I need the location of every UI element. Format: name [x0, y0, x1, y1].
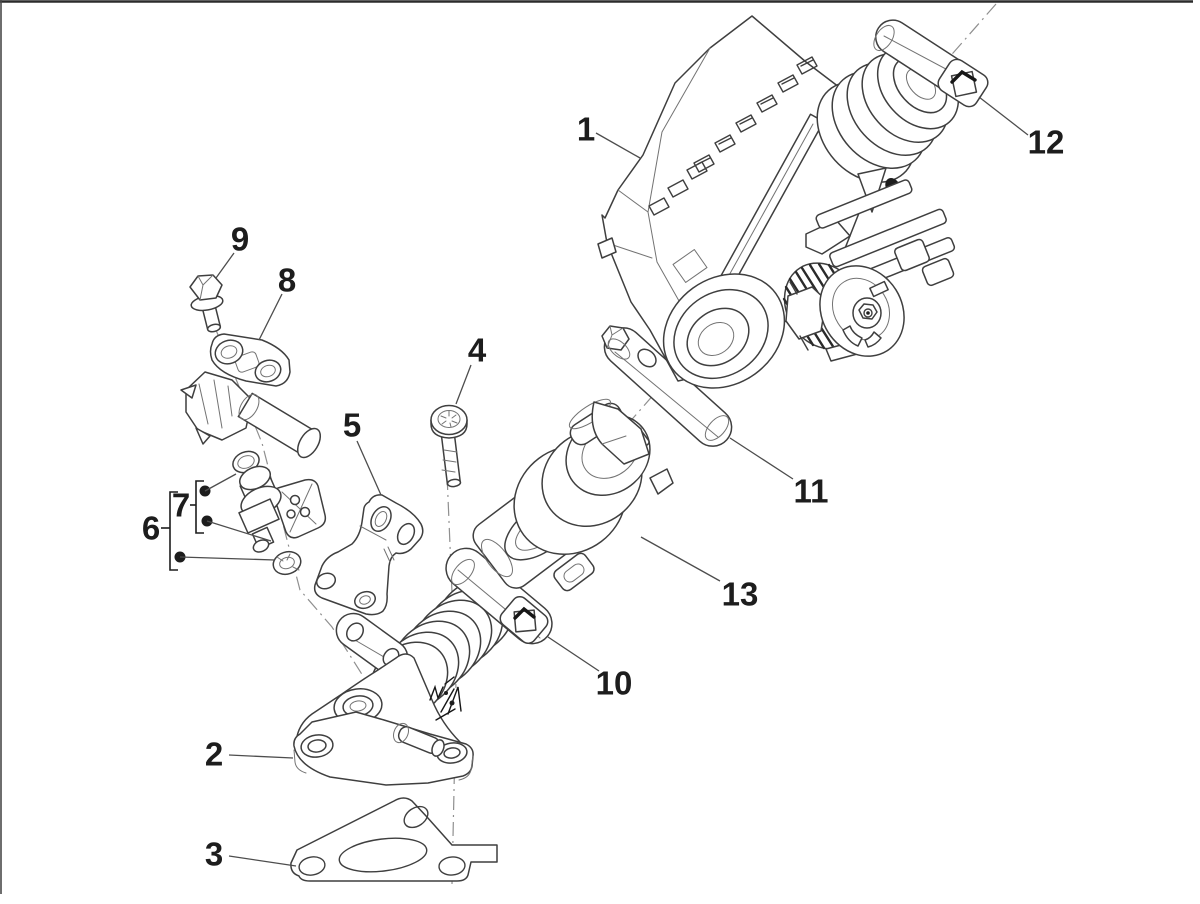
kit-6-label: 6 — [142, 510, 160, 547]
part-throttle-body — [591, 15, 960, 465]
kit-7-bracket — [195, 480, 204, 534]
assembly-axis — [445, 449, 457, 689]
part-spacer-washer — [272, 550, 302, 576]
part-fuel-injector — [238, 465, 327, 553]
part-hose-clamp-lower — [445, 547, 553, 645]
callout-11-label: 11 — [794, 473, 829, 510]
callout-1-leader — [595, 132, 641, 159]
part-gasket — [290, 797, 498, 882]
callout-12-label: 12 — [1028, 124, 1065, 161]
kit-7-dot-leader — [206, 520, 272, 542]
kit-7-label: 7 — [172, 487, 190, 524]
callout-2-label: 2 — [205, 736, 223, 773]
callout-10-label: 10 — [596, 665, 633, 702]
throttle-linkage — [805, 167, 956, 292]
callout-1-label: 1 — [577, 111, 595, 148]
part-support-bracket — [313, 494, 424, 616]
kit-7-dot-leader — [204, 473, 237, 492]
part-number-scratches — [429, 676, 462, 721]
callout-12-leader — [978, 96, 1029, 136]
part-hose-clamp-top — [873, 19, 989, 108]
tps-disc — [819, 265, 905, 357]
part-sensor-module — [472, 398, 674, 592]
callout-13-label: 13 — [722, 576, 759, 613]
part-flange-bolt — [189, 274, 224, 333]
kit-brackets: 76 — [142, 473, 276, 571]
callout-5-label: 5 — [343, 407, 361, 444]
leader-lines — [215, 96, 1029, 867]
callout-11-leader — [729, 437, 794, 480]
callout-3-leader — [228, 855, 297, 867]
kit-6-bracket — [169, 491, 178, 571]
part-torx-screw — [430, 404, 468, 488]
callout-3-label: 3 — [205, 836, 223, 873]
callout-10-leader — [547, 636, 600, 672]
callout-13-leader — [640, 536, 721, 582]
callout-4-leader — [455, 364, 472, 405]
part-intake-manifold — [293, 572, 522, 786]
callout-9-label: 9 — [231, 221, 249, 258]
part-injector-support — [180, 333, 322, 459]
callout-4-label: 4 — [468, 332, 487, 369]
callout-8-label: 8 — [278, 262, 296, 299]
callout-2-leader — [228, 754, 294, 759]
callout-5-leader — [356, 440, 382, 496]
callout-8-leader — [258, 293, 283, 341]
cooling-fins — [648, 56, 818, 216]
kit-6-dot-leader — [179, 556, 276, 561]
callout-9-leader — [215, 252, 235, 279]
